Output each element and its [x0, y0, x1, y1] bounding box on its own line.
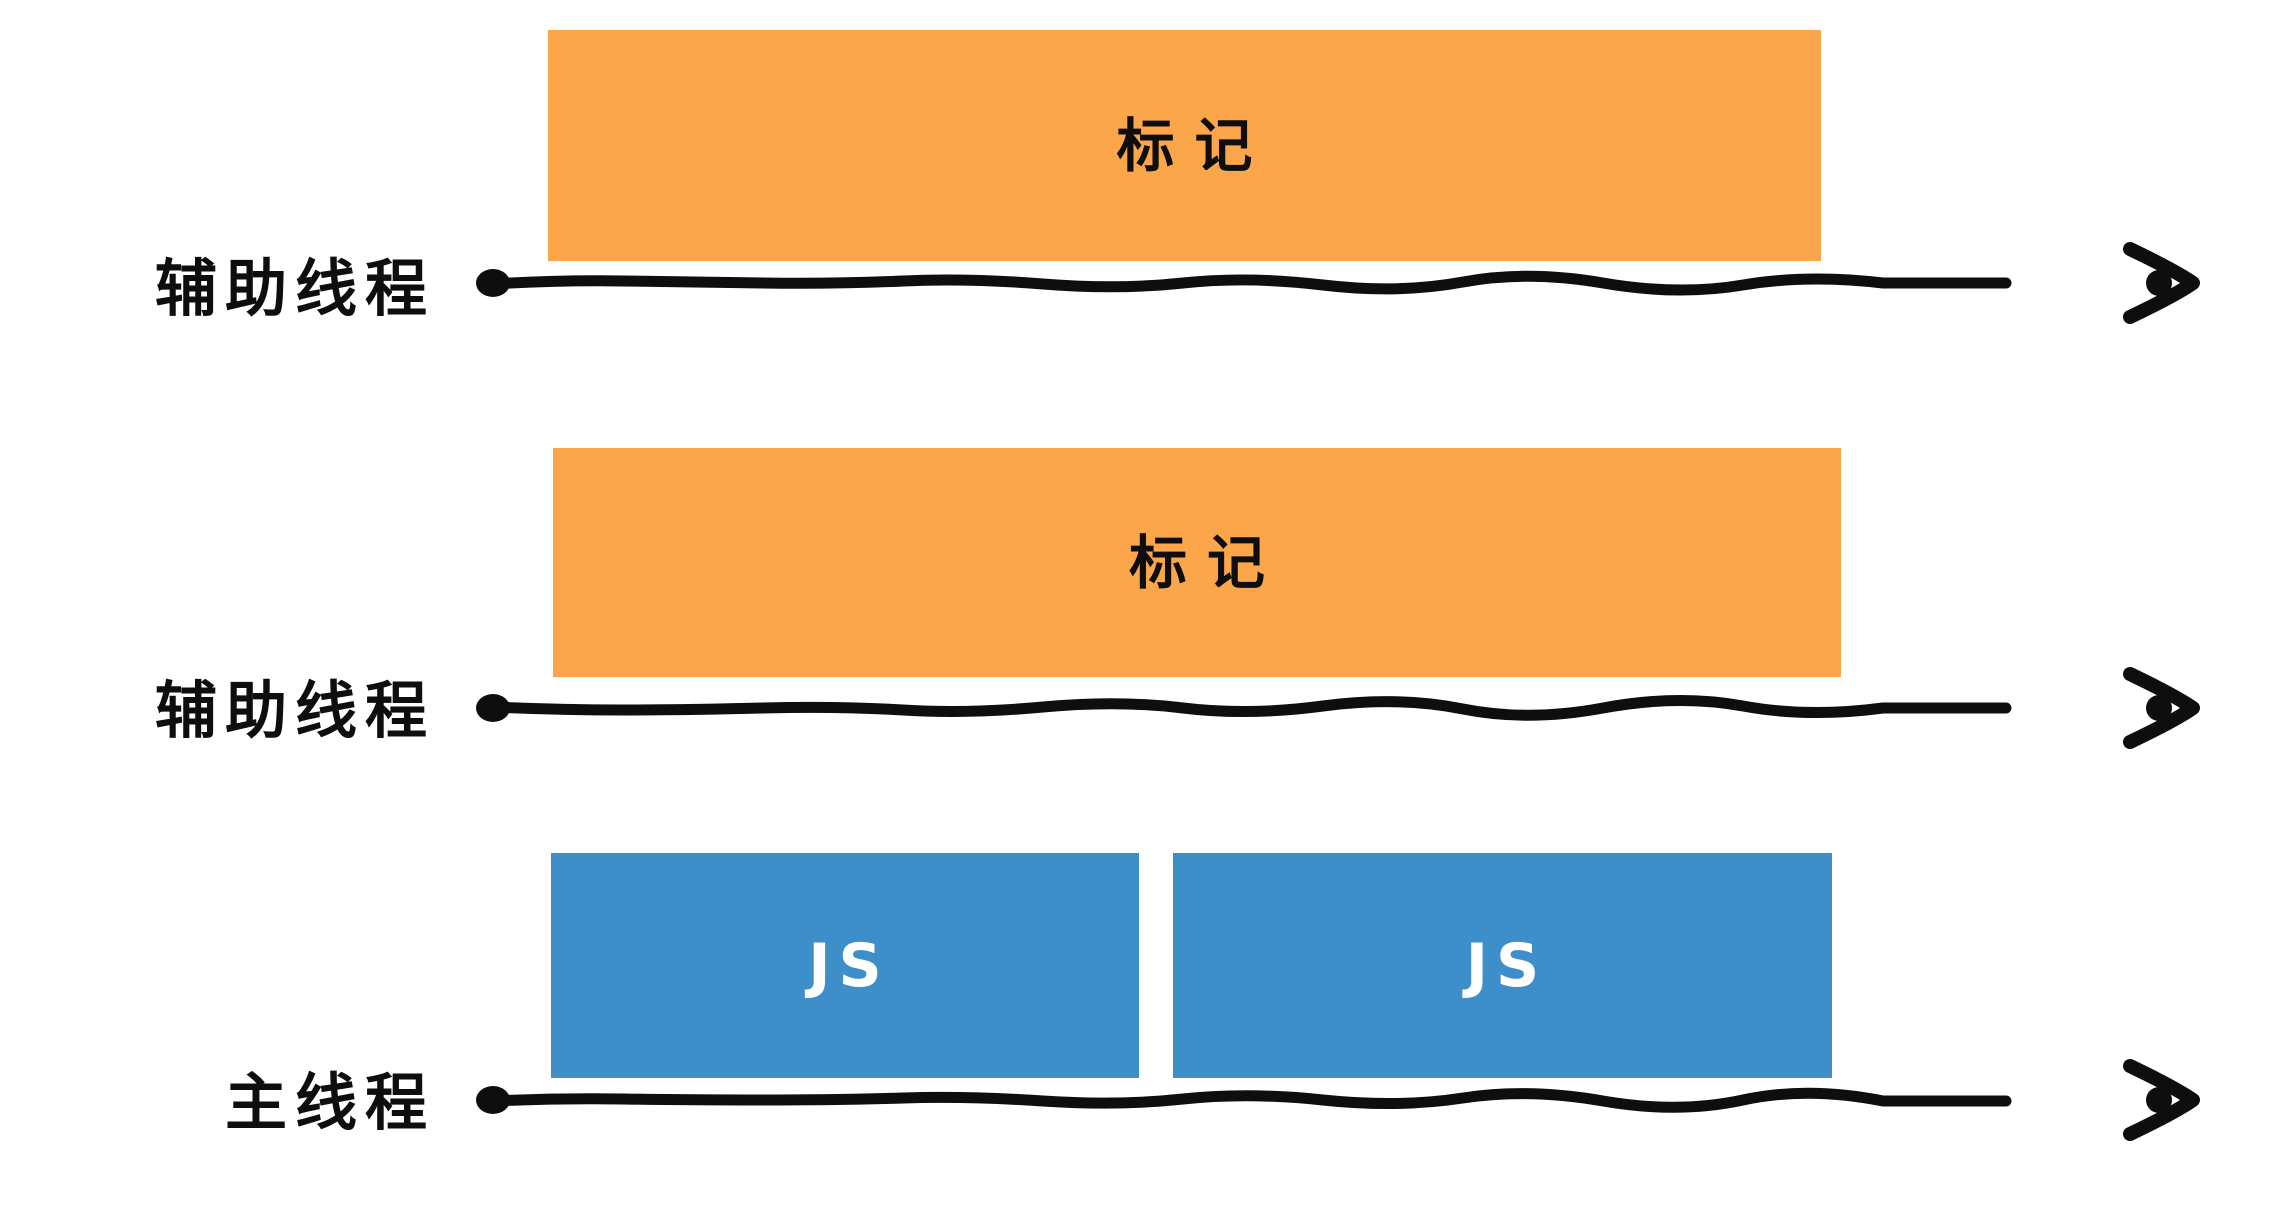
helper-thread-timeline-arrow-2	[476, 667, 2200, 749]
arrow-head-chevron	[2123, 667, 2200, 749]
mark-task-bar-2: 标记	[553, 448, 1841, 677]
arrow-head-chevron	[2123, 242, 2200, 324]
js-task-bar-1: JS	[551, 853, 1139, 1078]
thread-label-helper-1: 辅助线程	[154, 252, 435, 325]
helper-thread-timeline-arrow-1	[476, 242, 2200, 324]
js-task-label: JS	[808, 930, 890, 1001]
arrow-line	[487, 270, 2012, 296]
arrow-head-blob	[2146, 695, 2172, 721]
arrow-line	[487, 1087, 2012, 1113]
arrow-head-chevron	[2123, 1059, 2200, 1141]
js-task-label: JS	[1465, 930, 1548, 1001]
arrow-head-blob	[2146, 270, 2172, 296]
mark-task-label: 标记	[1116, 111, 1273, 180]
main-thread-timeline-arrow	[476, 1059, 2200, 1141]
thread-label-main: 主线程	[224, 1066, 435, 1139]
arrow-head-blob	[2146, 1087, 2172, 1113]
mark-task-label: 标记	[1128, 528, 1285, 597]
thread-label-helper-2: 辅助线程	[154, 674, 435, 747]
js-task-bar-2: JS	[1173, 853, 1832, 1078]
mark-task-bar-1: 标记	[548, 30, 1821, 261]
arrow-line	[487, 695, 2012, 721]
